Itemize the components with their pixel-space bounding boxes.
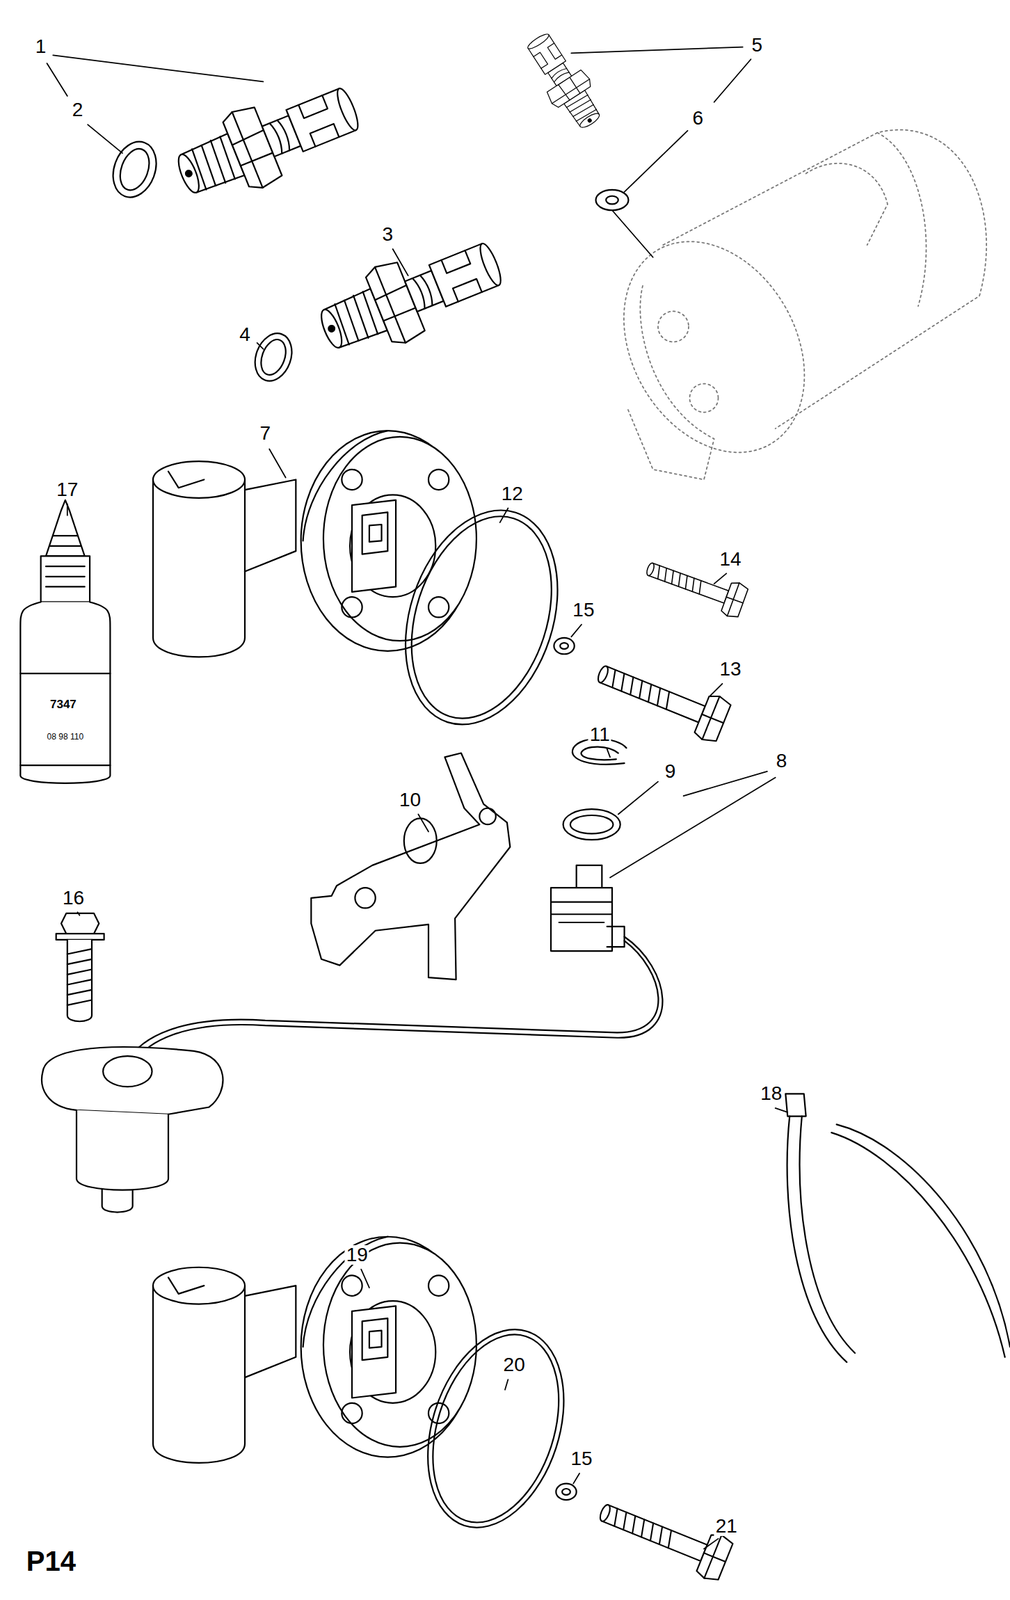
callout-number: 6: [690, 108, 705, 128]
callout-number: 4: [237, 324, 252, 345]
callout-number: 20: [502, 1355, 527, 1375]
callout-number: 11: [588, 724, 612, 745]
callout-number: 16: [61, 888, 86, 908]
figure-code: P14: [25, 1546, 78, 1575]
bottle-label-text: 7347: [48, 698, 78, 711]
callout-number: 1: [34, 36, 48, 57]
callout-number: 3: [381, 224, 396, 245]
callout-number: 15: [571, 600, 596, 620]
callout-number: 13: [718, 659, 743, 679]
bottle-label-text: 08 98 110: [45, 732, 86, 741]
callout-number: 19: [345, 1245, 370, 1265]
callout-number: 8: [774, 751, 789, 771]
callout-number: 18: [758, 1083, 784, 1104]
callout-number: 7: [258, 423, 273, 444]
callout-number: 21: [714, 1516, 739, 1536]
callout-number: 10: [397, 790, 423, 810]
callout-number: 14: [718, 549, 743, 569]
callout-number: 17: [54, 479, 80, 500]
callout-number: 9: [663, 761, 678, 782]
callout-number: 5: [749, 35, 764, 55]
callout-number: 12: [500, 484, 525, 504]
callout-number: 15: [568, 1448, 594, 1469]
callout-number: 2: [70, 100, 85, 120]
